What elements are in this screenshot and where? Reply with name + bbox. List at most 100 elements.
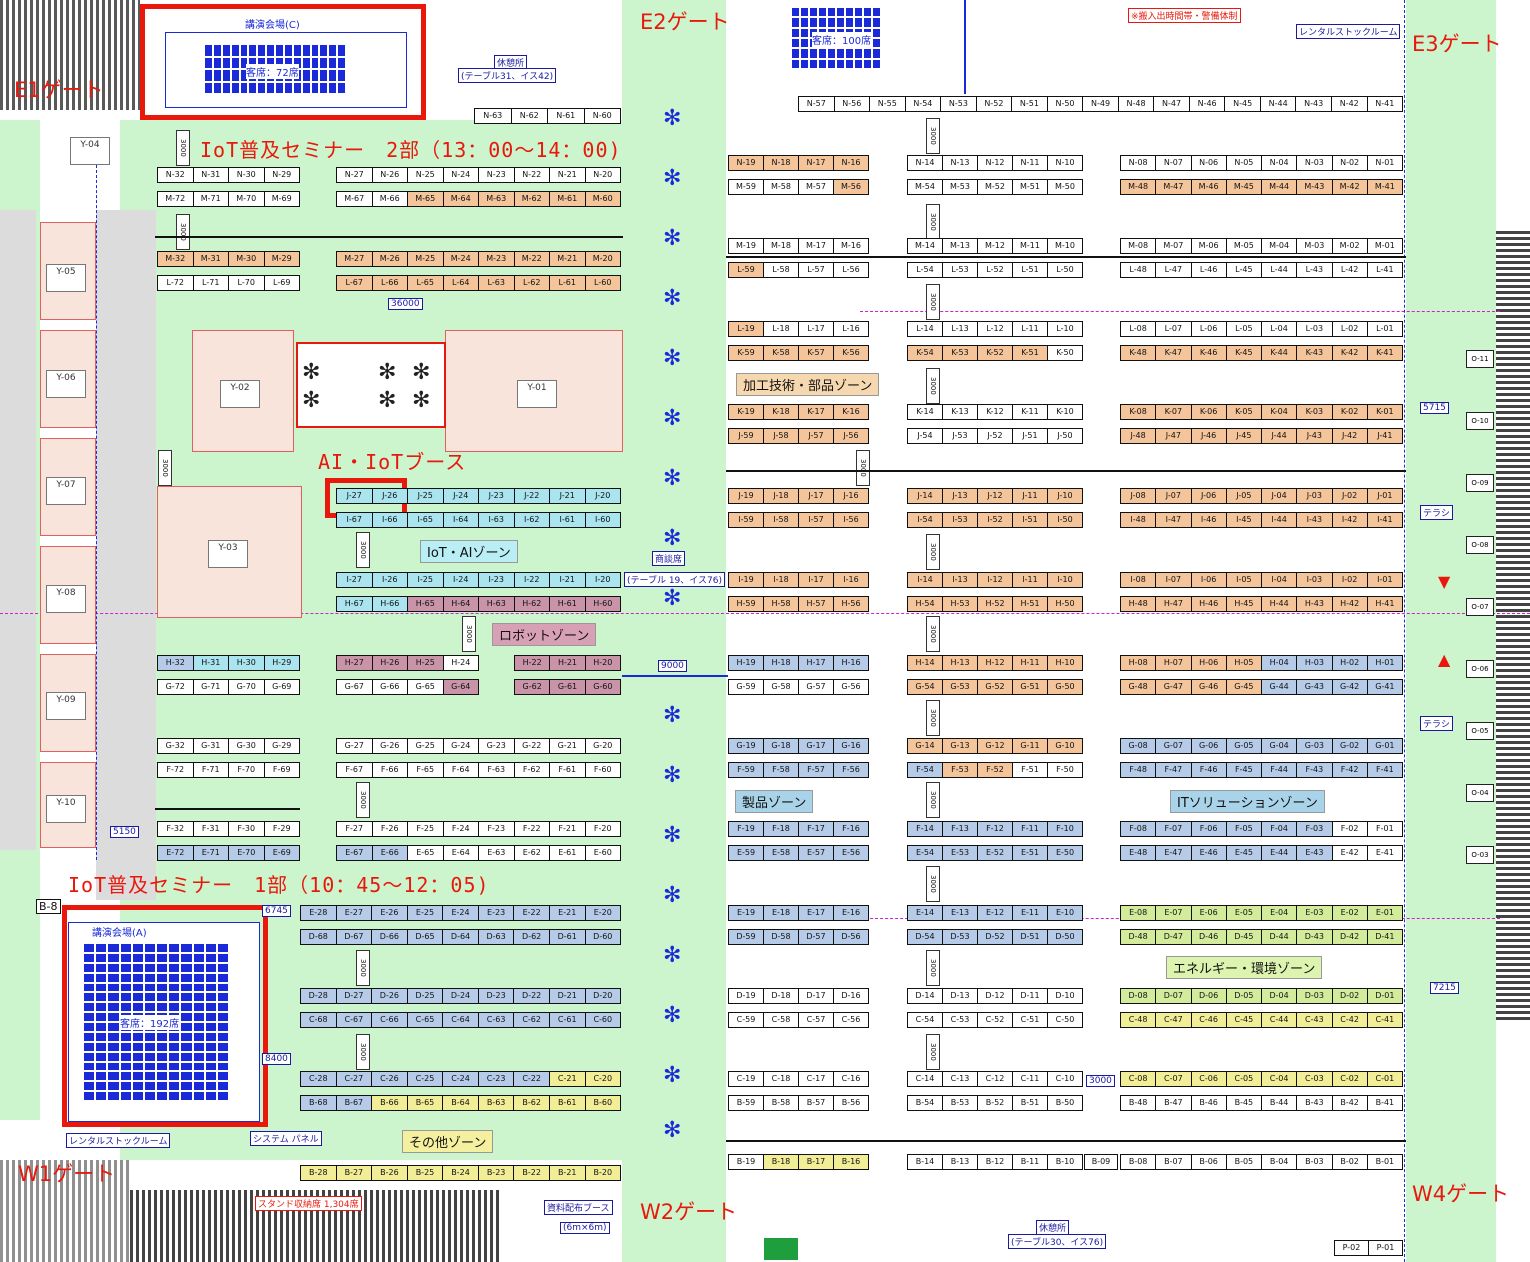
- booth-d-61[interactable]: D-61: [548, 929, 586, 945]
- booth-l-53[interactable]: L-53: [942, 262, 978, 278]
- booth-c-17[interactable]: C-17: [798, 1071, 834, 1087]
- booth-k-59[interactable]: K-59: [728, 345, 764, 361]
- booth-c-13[interactable]: C-13: [942, 1071, 978, 1087]
- booth-l-54[interactable]: L-54: [907, 262, 943, 278]
- booth-f-53[interactable]: F-53: [942, 762, 978, 778]
- booth-h-16[interactable]: H-16: [833, 655, 869, 671]
- booth-l-18[interactable]: L-18: [763, 321, 799, 337]
- booth-f-11[interactable]: F-11: [1012, 821, 1048, 837]
- booth-k-52[interactable]: K-52: [977, 345, 1013, 361]
- booth-h-07[interactable]: H-07: [1155, 655, 1192, 671]
- booth-k-05[interactable]: K-05: [1225, 404, 1262, 420]
- booth-h-11[interactable]: H-11: [1012, 655, 1048, 671]
- booth-i-12[interactable]: I-12: [977, 572, 1013, 588]
- booth-l-61[interactable]: L-61: [549, 275, 586, 291]
- booth-m-18[interactable]: M-18: [763, 238, 799, 254]
- booth-c-10[interactable]: C-10: [1047, 1071, 1083, 1087]
- booth-g-14[interactable]: G-14: [907, 738, 943, 754]
- side-booth-o-09[interactable]: O-09: [1466, 474, 1494, 492]
- booth-d-48[interactable]: D-48: [1120, 929, 1157, 945]
- booth-n-11[interactable]: N-11: [1012, 155, 1048, 171]
- booth-n-07[interactable]: N-07: [1155, 155, 1192, 171]
- booth-f-51[interactable]: F-51: [1012, 762, 1048, 778]
- booth-n-01[interactable]: N-01: [1366, 155, 1403, 171]
- booth-b-46[interactable]: B-46: [1190, 1095, 1227, 1111]
- booth-j-45[interactable]: J-45: [1225, 428, 1262, 444]
- booth-j-27[interactable]: J-27: [336, 488, 373, 504]
- booth-i-02[interactable]: I-02: [1331, 572, 1368, 588]
- booth-n-12[interactable]: N-12: [977, 155, 1013, 171]
- booth-m-59[interactable]: M-59: [728, 179, 764, 195]
- booth-g-59[interactable]: G-59: [728, 679, 764, 695]
- booth-g-24[interactable]: G-24: [442, 738, 479, 754]
- booth-e-62[interactable]: E-62: [513, 845, 550, 861]
- booth-n-42[interactable]: N-42: [1330, 96, 1368, 112]
- booth-c-50[interactable]: C-50: [1047, 1012, 1083, 1028]
- booth-k-57[interactable]: K-57: [798, 345, 834, 361]
- booth-f-59[interactable]: F-59: [728, 762, 764, 778]
- booth-l-48[interactable]: L-48: [1120, 262, 1157, 278]
- booth-g-03[interactable]: G-03: [1296, 738, 1333, 754]
- booth-i-56[interactable]: I-56: [833, 512, 869, 528]
- booth-m-12[interactable]: M-12: [977, 238, 1013, 254]
- booth-m-48[interactable]: M-48: [1120, 179, 1157, 195]
- booth-l-59[interactable]: L-59: [728, 262, 764, 278]
- booth-n-24[interactable]: N-24: [442, 167, 479, 183]
- booth-e-50[interactable]: E-50: [1047, 845, 1083, 861]
- booth-n-62[interactable]: N-62: [510, 108, 548, 124]
- booth-j-01[interactable]: J-01: [1366, 488, 1403, 504]
- booth-b-18[interactable]: B-18: [763, 1154, 799, 1170]
- booth-l-64[interactable]: L-64: [442, 275, 479, 291]
- booth-n-52[interactable]: N-52: [975, 96, 1013, 112]
- booth-c-56[interactable]: C-56: [833, 1012, 869, 1028]
- booth-c-03[interactable]: C-03: [1296, 1071, 1333, 1087]
- booth-l-46[interactable]: L-46: [1190, 262, 1227, 278]
- booth-c-11[interactable]: C-11: [1012, 1071, 1048, 1087]
- booth-d-59[interactable]: D-59: [728, 929, 764, 945]
- booth-m-32[interactable]: M-32: [157, 251, 194, 267]
- booth-m-29[interactable]: M-29: [263, 251, 300, 267]
- booth-k-41[interactable]: K-41: [1366, 345, 1403, 361]
- booth-m-03[interactable]: M-03: [1296, 238, 1333, 254]
- booth-l-41[interactable]: L-41: [1366, 262, 1403, 278]
- booth-g-29[interactable]: G-29: [263, 738, 300, 754]
- booth-m-54[interactable]: M-54: [907, 179, 943, 195]
- booth-j-25[interactable]: J-25: [407, 488, 444, 504]
- booth-f-69[interactable]: F-69: [263, 762, 300, 778]
- booth-e-14[interactable]: E-14: [907, 905, 943, 921]
- booth-b-14[interactable]: B-14: [907, 1154, 943, 1170]
- booth-e-70[interactable]: E-70: [228, 845, 265, 861]
- booth-l-43[interactable]: L-43: [1296, 262, 1333, 278]
- booth-j-51[interactable]: J-51: [1012, 428, 1048, 444]
- booth-i-45[interactable]: I-45: [1225, 512, 1262, 528]
- booth-j-53[interactable]: J-53: [942, 428, 978, 444]
- booth-n-16[interactable]: N-16: [833, 155, 869, 171]
- booth-h-41[interactable]: H-41: [1366, 596, 1403, 612]
- booth-g-52[interactable]: G-52: [977, 679, 1013, 695]
- booth-f-30[interactable]: F-30: [228, 821, 265, 837]
- booth-i-19[interactable]: I-19: [728, 572, 764, 588]
- booth-c-47[interactable]: C-47: [1155, 1012, 1192, 1028]
- booth-m-27[interactable]: M-27: [336, 251, 373, 267]
- booth-f-48[interactable]: F-48: [1120, 762, 1157, 778]
- booth-n-03[interactable]: N-03: [1296, 155, 1333, 171]
- booth-n-05[interactable]: N-05: [1225, 155, 1262, 171]
- booth-c-68[interactable]: C-68: [300, 1012, 337, 1028]
- booth-k-53[interactable]: K-53: [942, 345, 978, 361]
- booth-j-16[interactable]: J-16: [833, 488, 869, 504]
- booth-b-13[interactable]: B-13: [942, 1154, 978, 1170]
- booth-m-57[interactable]: M-57: [798, 179, 834, 195]
- booth-m-24[interactable]: M-24: [442, 251, 479, 267]
- booth-e-03[interactable]: E-03: [1296, 905, 1333, 921]
- booth-m-62[interactable]: M-62: [513, 191, 550, 207]
- booth-n-18[interactable]: N-18: [763, 155, 799, 171]
- booth-i-04[interactable]: I-04: [1261, 572, 1298, 588]
- booth-h-24[interactable]: H-24: [442, 655, 479, 671]
- booth-j-56[interactable]: J-56: [833, 428, 869, 444]
- booth-k-03[interactable]: K-03: [1296, 404, 1333, 420]
- booth-j-48[interactable]: J-48: [1120, 428, 1157, 444]
- booth-j-06[interactable]: J-06: [1190, 488, 1227, 504]
- booth-g-11[interactable]: G-11: [1012, 738, 1048, 754]
- booth-g-51[interactable]: G-51: [1012, 679, 1048, 695]
- booth-n-57[interactable]: N-57: [798, 96, 835, 112]
